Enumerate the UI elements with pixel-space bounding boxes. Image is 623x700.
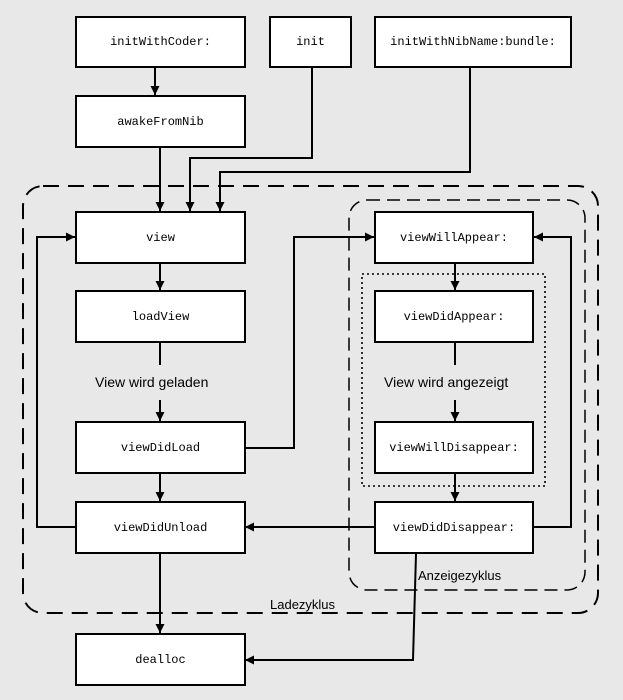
view-displayed-region	[361, 273, 546, 487]
node-loadview: loadView	[75, 290, 246, 343]
label-view-loading: View wird geladen	[95, 374, 209, 390]
node-viewdiddisappear: viewDidDisappear:	[374, 501, 534, 554]
node-viewdidappear: viewDidAppear:	[374, 290, 534, 343]
node-dealloc: dealloc	[75, 633, 246, 686]
node-viewdidunload: viewDidUnload	[75, 501, 246, 554]
edge-viewdiddisappear-dealloc	[245, 553, 417, 665]
node-awakefromnib: awakeFromNib	[75, 95, 246, 148]
node-initwithcoder: initWithCoder:	[75, 16, 246, 68]
node-viewwillappear: viewWillAppear:	[374, 211, 534, 264]
edge-viewdiddisappear-viewwillappear	[534, 232, 572, 528]
load-cycle-region	[22, 185, 599, 614]
display-cycle-region	[348, 199, 586, 591]
edge-viewdidload-viewwillappear	[245, 232, 374, 449]
edge-initwithnibname-view	[215, 66, 471, 211]
label-view-displayed: View wird angezeigt	[384, 374, 509, 390]
node-init: init	[269, 16, 352, 68]
label-load-cycle: Ladezyklus	[270, 597, 336, 612]
node-viewwilldisappear: viewWillDisappear:	[374, 421, 534, 474]
edge-init-view	[185, 66, 313, 211]
label-display-cycle: Anzeigezyklus	[418, 568, 502, 583]
node-viewdidload: viewDidLoad	[75, 421, 246, 474]
node-initwithnibname: initWithNibName:bundle:	[374, 16, 572, 68]
node-view: view	[75, 211, 246, 264]
edge-viewdidunload-view	[36, 232, 75, 528]
